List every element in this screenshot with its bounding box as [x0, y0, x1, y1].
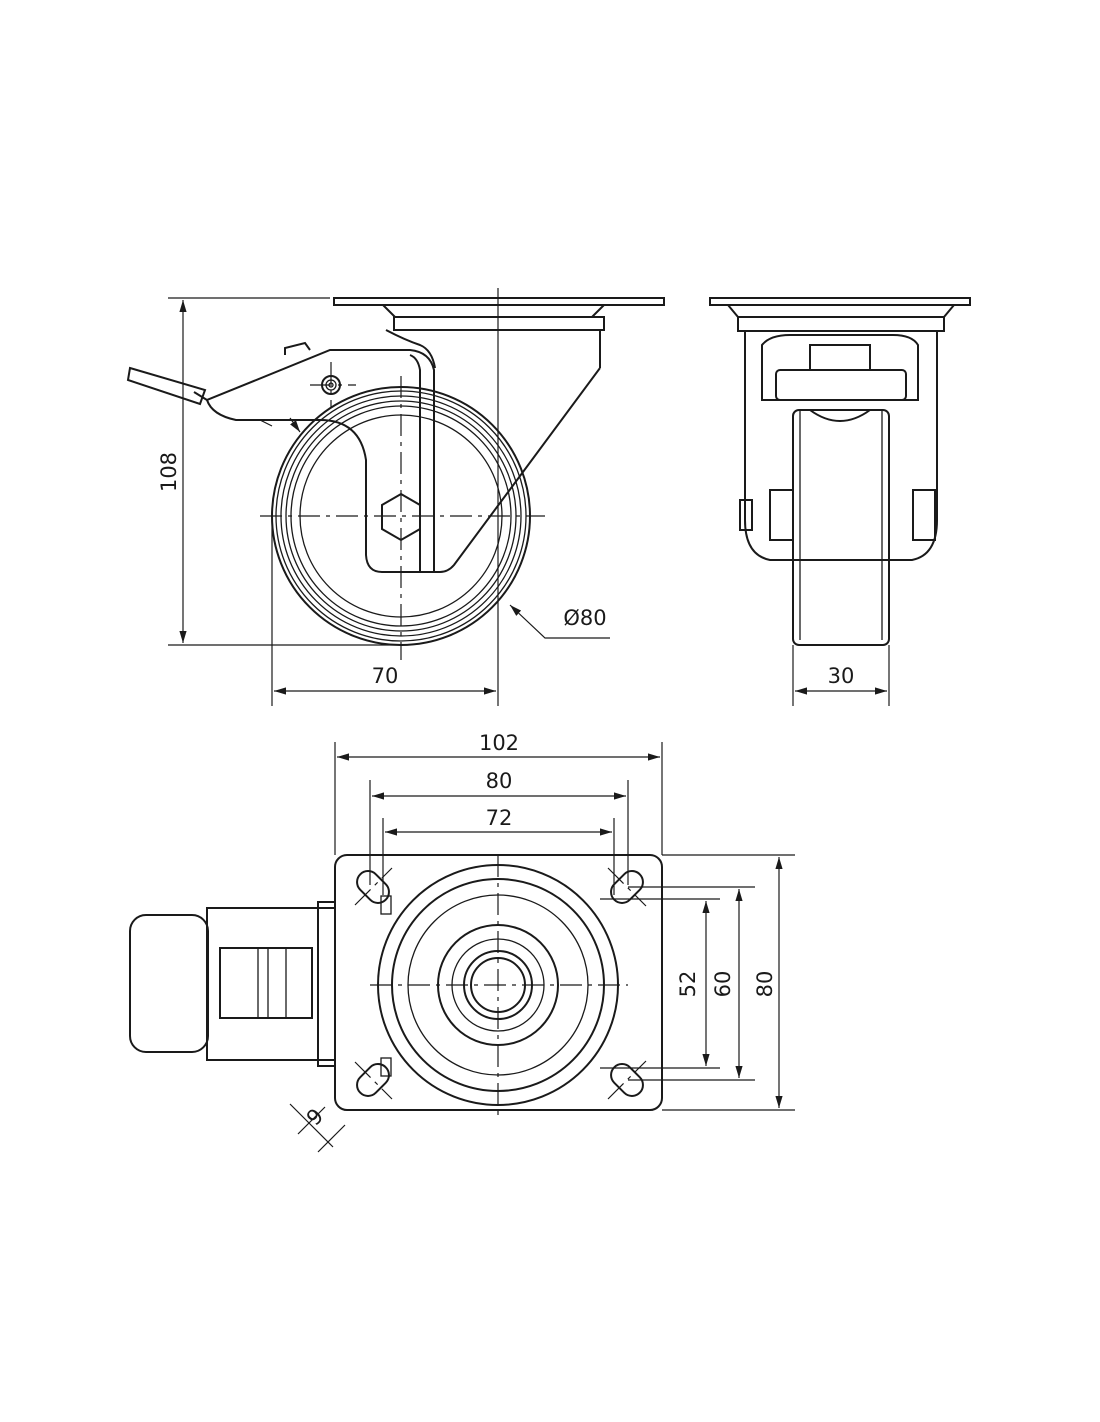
dimensions-side: [168, 288, 610, 706]
hole-span-vertical-inner-label: 52: [676, 971, 700, 998]
center-lines-top: [354, 855, 647, 1115]
plate-length-label: 102: [479, 731, 519, 755]
brake-pedal: [129, 914, 209, 1053]
top-plate: [333, 297, 665, 368]
side-view: 108 70 Ø80: [126, 288, 665, 706]
offset-label: 70: [372, 664, 399, 688]
wheel-diameter-label: Ø80: [563, 606, 606, 630]
hole-span-outer-label: 80: [486, 769, 513, 793]
plate-width-label: 80: [753, 971, 777, 998]
front-view: 30: [709, 297, 971, 706]
hole-span-inner-label: 72: [486, 806, 513, 830]
fork: [126, 329, 601, 573]
top-view: 102 80 72 52 60 80 9: [129, 731, 795, 1153]
dimensions-top: [289, 742, 795, 1153]
height-label: 108: [157, 452, 181, 492]
wheel-width-label: 30: [828, 664, 855, 688]
hole-span-vertical-outer-label: 60: [711, 971, 735, 998]
